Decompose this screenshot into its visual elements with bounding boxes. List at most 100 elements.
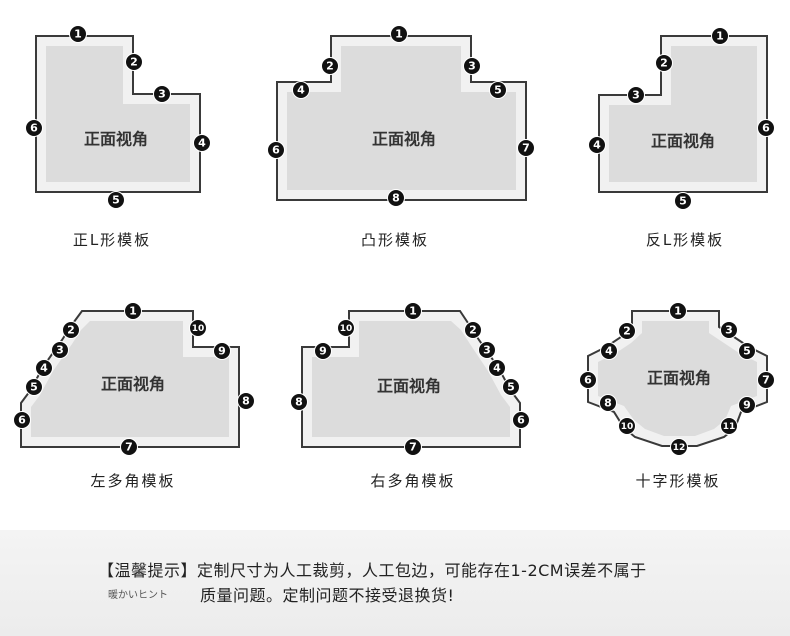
edge-marker-number: 2 [469,324,477,337]
template-inner-area [31,321,229,437]
template-inner-area [287,46,516,190]
edge-marker: 5 [25,378,43,396]
edge-marker: 3 [720,321,738,339]
edge-marker-number: 1 [129,305,137,318]
edge-marker-number: 9 [319,345,327,358]
edge-marker-number: 1 [716,30,724,43]
edge-marker-number: 2 [623,325,631,338]
edge-marker-number: 1 [74,28,82,41]
edge-marker: 3 [627,86,645,104]
edge-marker-number: 10 [621,422,634,432]
edge-marker: 7 [517,139,535,157]
edge-marker-number: 7 [125,441,133,454]
edge-marker-number: 3 [158,88,166,101]
edge-marker-number: 5 [507,381,515,394]
caption-left-poly: 左多角模板 [90,472,176,490]
template-inner-area [609,46,757,182]
edge-marker: 1 [711,27,729,45]
edge-marker-number: 4 [198,137,206,150]
view-label: 正面视角 [372,130,436,149]
notice-subtitle: 暖かいヒント [108,590,168,601]
edge-marker-number: 6 [517,414,525,427]
template-l-right: 正面视角 1 2 3 4 5 6 [25,25,211,209]
edge-marker-number: 3 [56,344,64,357]
edge-marker-number: 11 [723,422,736,432]
caption-cross: 十字形模板 [635,472,721,490]
edge-marker-number: 1 [674,305,682,318]
edge-marker: 4 [35,359,53,377]
view-label: 正面视角 [84,130,148,149]
edge-marker-number: 9 [743,399,751,412]
edge-marker-number: 2 [130,56,138,69]
edge-marker: 7 [120,438,138,456]
edge-marker-number: 6 [30,122,38,135]
edge-marker: 1 [124,302,142,320]
edge-marker: 9 [314,342,332,360]
edge-marker: 2 [618,322,636,340]
edge-marker: 10 [337,319,355,337]
edge-marker: 4 [588,136,606,154]
edge-marker-number: 4 [297,84,305,97]
edge-marker: 10 [189,319,207,337]
edge-marker: 4 [488,359,506,377]
caption-convex: 凸形模板 [360,231,430,249]
view-label: 正面视角 [647,369,711,388]
notice-line-2: 质量问题。定制问题不接受退换货! [200,586,455,605]
edge-marker-number: 8 [295,396,303,409]
edge-marker-number: 2 [67,324,75,337]
edge-marker-number: 6 [762,122,770,135]
edge-marker-number: 7 [762,374,770,387]
edge-marker-number: 8 [604,397,612,410]
edge-marker-number: 8 [242,395,250,408]
edge-marker: 3 [51,341,69,359]
view-label: 正面视角 [101,375,165,394]
edge-marker-number: 6 [272,144,280,157]
edge-marker-number: 5 [112,194,120,207]
template-inner-area [598,321,757,436]
edge-marker-number: 1 [395,28,403,41]
edge-marker: 4 [193,134,211,152]
edge-marker: 1 [390,25,408,43]
edge-marker: 2 [62,321,80,339]
caption-l-right: 正L形模板 [72,231,152,249]
edge-marker: 2 [464,321,482,339]
edge-marker-number: 6 [18,414,26,427]
edge-marker: 5 [489,81,507,99]
edge-marker-number: 9 [218,345,226,358]
edge-marker-number: 10 [340,324,353,334]
edge-marker: 3 [463,57,481,75]
edge-marker-number: 8 [392,192,400,205]
edge-marker: 4 [292,81,310,99]
edge-marker: 11 [720,417,738,435]
edge-marker: 6 [267,141,285,159]
edge-marker-number: 7 [522,142,530,155]
edge-marker: 6 [13,411,31,429]
edge-marker: 3 [153,85,171,103]
edge-marker: 6 [757,119,775,137]
edge-marker-number: 4 [593,139,601,152]
edge-marker: 10 [618,417,636,435]
edge-marker: 2 [655,54,673,72]
edge-marker: 8 [599,394,617,412]
edge-marker-number: 4 [605,345,613,358]
notice-panel: 【温馨提示】定制尺寸为人工裁剪，人工包边，可能存在1-2CM误差不属于 暖かいヒ… [0,530,790,636]
edge-marker-number: 4 [493,362,501,375]
edge-marker: 6 [25,119,43,137]
caption-l-reverse: 反L形模板 [645,231,725,249]
edge-marker: 8 [290,393,308,411]
edge-marker-number: 3 [725,324,733,337]
edge-marker: 1 [69,25,87,43]
edge-marker: 5 [502,378,520,396]
edge-marker: 5 [738,342,756,360]
edge-marker: 1 [669,302,687,320]
edge-marker-number: 5 [679,195,687,208]
edge-marker: 6 [579,371,597,389]
edge-marker-number: 7 [409,441,417,454]
edge-marker-number: 3 [632,89,640,102]
edge-marker-number: 5 [743,345,751,358]
template-inner-area [46,46,190,182]
